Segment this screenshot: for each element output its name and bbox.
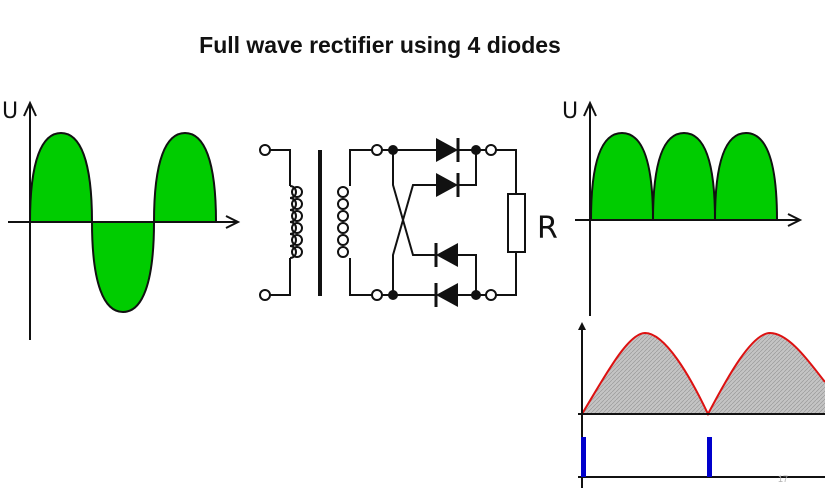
input-y-axis-arrow xyxy=(23,100,37,117)
output-terminal-bottom xyxy=(485,289,497,301)
input-axis-label: U xyxy=(2,99,18,124)
input-wave-negative-half xyxy=(90,221,156,314)
current-pulse-2 xyxy=(707,437,712,477)
conduction-plot xyxy=(578,322,825,488)
input-terminal-bottom xyxy=(259,289,271,301)
load-resistor-label: R xyxy=(537,211,558,246)
slide-title: Full wave rectifier using 4 diodes xyxy=(199,32,561,58)
output-terminal-top xyxy=(485,144,497,156)
input-x-axis-arrow xyxy=(225,215,241,229)
output-x-axis-arrow xyxy=(787,213,803,227)
output-wave-hump-1 xyxy=(589,131,655,221)
current-pulse-1 xyxy=(581,437,586,477)
secondary-terminal-top xyxy=(371,144,383,156)
input-wave-positive-half-2 xyxy=(152,131,218,223)
diode-4 xyxy=(434,283,458,307)
secondary-terminal-bottom xyxy=(371,289,383,301)
input-waveform-graph: U xyxy=(2,99,241,340)
input-wave-positive-half-1 xyxy=(28,131,94,223)
output-y-axis-arrow xyxy=(583,100,597,117)
shaded-area-hump-1 xyxy=(582,333,708,414)
output-wave-hump-3 xyxy=(713,131,779,221)
bridge-rectifier-circuit: R xyxy=(259,138,558,307)
output-waveform-graph: U xyxy=(562,99,803,316)
diode-2 xyxy=(436,173,460,197)
transformer-primary-coil xyxy=(289,185,303,259)
diode-1 xyxy=(436,138,460,162)
page-number: 17 xyxy=(778,474,788,484)
output-axis-label: U xyxy=(562,99,578,124)
load-resistor xyxy=(507,193,526,253)
input-terminal-top xyxy=(259,144,271,156)
shaded-area-hump-2 xyxy=(708,333,825,414)
diode-3 xyxy=(434,243,458,267)
conduction-y-axis-arrow xyxy=(578,322,586,330)
junction-dot xyxy=(471,290,481,300)
transformer-secondary-coil xyxy=(337,186,349,258)
output-wave-hump-2 xyxy=(651,131,717,221)
junction-dot xyxy=(471,145,481,155)
